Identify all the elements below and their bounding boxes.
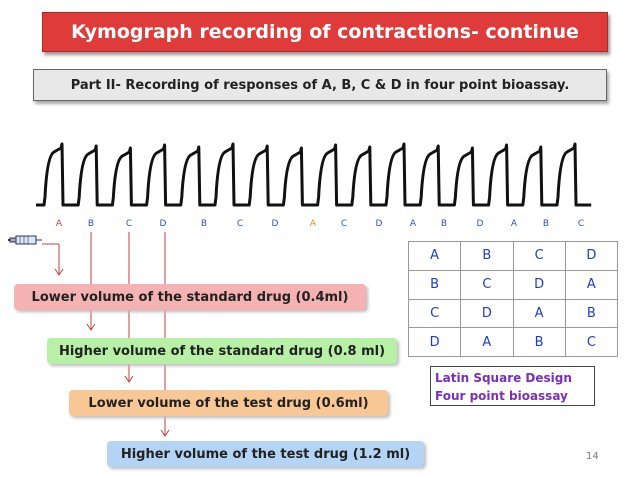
latin-square-note: Latin Square Design Four point bioassay <box>430 366 595 406</box>
table-cell: B <box>460 241 514 271</box>
trace-label: D <box>477 219 484 229</box>
trace-label: B <box>88 219 94 229</box>
table-cell: D <box>460 298 514 329</box>
lower-standard-drug-label: Lower volume of the standard drug (0.4ml… <box>14 284 366 310</box>
slide-title: Kymograph recording of contractions- con… <box>42 12 608 52</box>
trace-label: C <box>341 219 347 229</box>
trace-label: C <box>126 219 132 229</box>
trace-label: D <box>272 219 279 229</box>
trace-label: D <box>160 219 167 229</box>
trace-label: C <box>237 219 243 229</box>
table-cell: A <box>407 241 462 271</box>
table-cell: B <box>407 269 462 300</box>
table-cell: B <box>564 298 619 329</box>
pointer-arrow-head <box>160 429 170 437</box>
pointer-arrow-head <box>86 323 96 331</box>
higher-standard-drug-label: Higher volume of the standard drug (0.8 … <box>47 338 397 364</box>
table-cell: D <box>407 327 462 357</box>
table-cell: C <box>564 327 619 357</box>
table-cell: C <box>512 241 566 271</box>
kymograph-trace-line <box>36 142 592 207</box>
trace-label: A <box>310 219 317 229</box>
note-line-2: Four point bioassay <box>435 389 568 403</box>
table-cell: A <box>460 327 514 357</box>
table-cell: C <box>407 298 462 329</box>
table-cell: A <box>512 298 566 329</box>
table-cell: D <box>512 269 566 300</box>
kymograph-trace <box>36 142 592 207</box>
note-line-1: Latin Square Design <box>435 371 572 385</box>
trace-label: B <box>201 219 207 229</box>
table-cell: D <box>564 241 619 271</box>
trace-label: A <box>410 219 417 229</box>
trace-label: A <box>56 219 63 229</box>
trace-label: C <box>578 219 584 229</box>
trace-label: B <box>441 219 447 229</box>
trace-label: A <box>511 219 518 229</box>
table-cell: C <box>460 269 514 300</box>
higher-test-drug-label: Higher volume of the test drug (1.2 ml) <box>107 441 424 467</box>
trace-label: D <box>376 219 383 229</box>
syringe-icon <box>8 235 42 245</box>
page-number: 14 <box>586 451 599 462</box>
pointer-arrow-head <box>124 375 134 383</box>
trace-label: B <box>543 219 549 229</box>
pointer-arrow-head <box>54 268 64 276</box>
slide-subtitle: Part II- Recording of responses of A, B,… <box>33 69 607 101</box>
lower-test-drug-label: Lower volume of the test drug (0.6ml) <box>69 390 388 416</box>
table-cell: A <box>564 269 619 300</box>
table-cell: B <box>512 327 566 357</box>
